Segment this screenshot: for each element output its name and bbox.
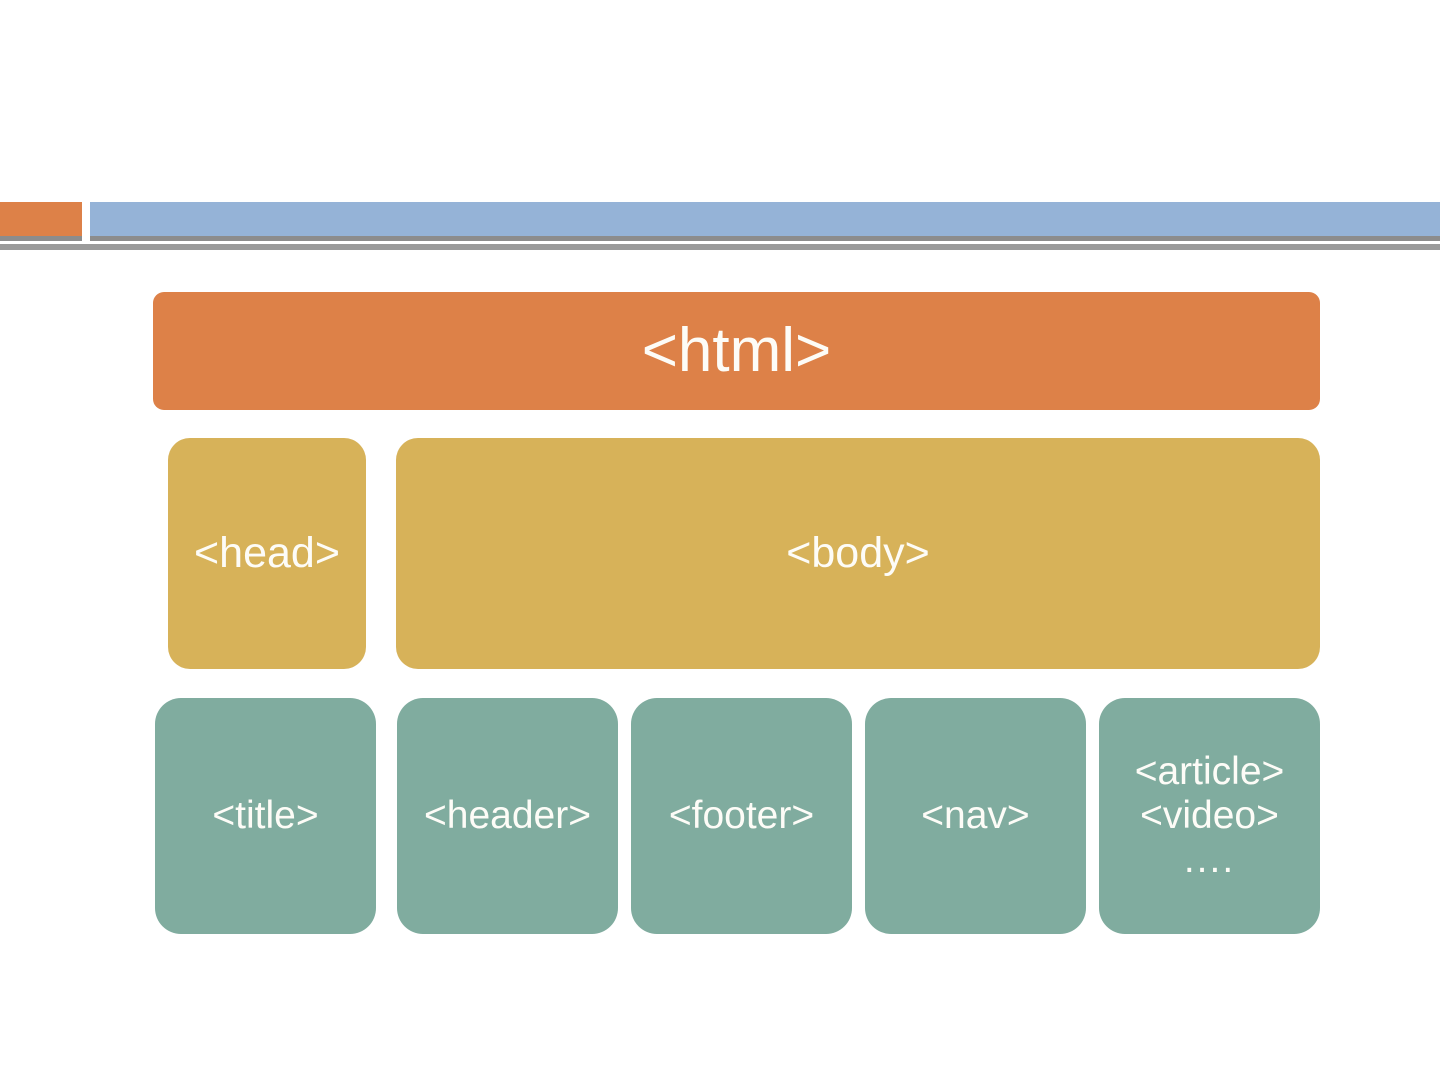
diagram-node-head-label: <head> — [194, 529, 340, 578]
diagram-node-body[interactable]: <body> — [396, 438, 1320, 669]
header-band-accent-block — [0, 202, 82, 236]
diagram-node-nav[interactable]: <nav> — [865, 698, 1086, 934]
diagram-node-ellipsis-label: .... — [1183, 837, 1236, 881]
header-band-accent-shadow — [0, 236, 82, 241]
diagram-node-footer-label: <footer> — [668, 794, 815, 838]
diagram-node-title[interactable]: <title> — [155, 698, 376, 934]
diagram-node-article-label: <article> — [1134, 750, 1285, 794]
header-band-rule — [0, 244, 1440, 250]
header-band — [0, 202, 1440, 250]
diagram-node-html-label: <html> — [641, 316, 832, 386]
header-band-main-block — [90, 202, 1440, 236]
diagram-node-header[interactable]: <header> — [397, 698, 618, 934]
diagram-node-title-label: <title> — [212, 794, 319, 838]
diagram-node-head[interactable]: <head> — [168, 438, 366, 669]
diagram-node-article[interactable]: <article> <video> .... — [1099, 698, 1320, 934]
diagram-node-footer[interactable]: <footer> — [631, 698, 852, 934]
diagram-node-video-label: <video> — [1140, 794, 1279, 838]
diagram-node-header-label: <header> — [424, 794, 591, 838]
diagram-node-html[interactable]: <html> — [153, 292, 1320, 410]
diagram-node-nav-label: <nav> — [921, 794, 1030, 838]
diagram-node-body-label: <body> — [786, 529, 930, 578]
header-band-main-shadow — [90, 236, 1440, 241]
